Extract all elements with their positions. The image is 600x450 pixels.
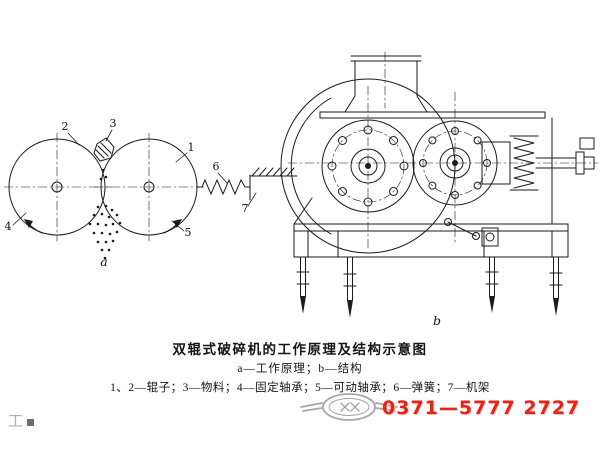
figure-subtitle: a—工作原理；b—结构 <box>237 363 363 375</box>
corner-watermark: 工 <box>8 414 24 430</box>
roller-1-circle <box>8 138 106 236</box>
anchor-legs <box>296 256 563 318</box>
roller-2-hub <box>143 181 155 193</box>
callout-3: 3 <box>105 117 117 142</box>
rotation-arrow-left <box>24 219 43 234</box>
ground-hatch <box>249 167 298 201</box>
svg-text:7: 7 <box>242 202 249 215</box>
svg-text:6: 6 <box>213 160 220 173</box>
rotation-arrow-right <box>163 219 182 234</box>
svg-text:3: 3 <box>110 117 117 130</box>
spring-symbol <box>196 178 251 196</box>
phone-number: 0371—5777 2727 <box>382 397 581 419</box>
falling-particles <box>88 168 122 260</box>
roller-left-face <box>321 119 415 213</box>
figure-legend: 1、2—辊子；3—物料；4—固定轴承；5—可动轴承；6—弹簧；7—机架 <box>110 382 490 394</box>
centerlines-a <box>3 132 205 242</box>
callout-5: 5 <box>171 220 192 239</box>
svg-text:2: 2 <box>62 120 69 133</box>
callout-7: 7 <box>242 192 257 215</box>
top-frame <box>319 111 553 225</box>
svg-text:1: 1 <box>188 141 195 154</box>
spring-assembly <box>509 135 595 191</box>
callout-2: 2 <box>62 120 80 146</box>
roller-right-face <box>412 120 498 206</box>
figure-b-label: b <box>433 313 441 328</box>
adjusting-rod <box>444 218 499 247</box>
housing-inner-arc <box>290 97 332 235</box>
callout-4: 4 <box>5 212 27 233</box>
callout-1: 1 <box>175 141 195 163</box>
roller-1-hub <box>51 181 63 193</box>
brand-logo <box>300 393 398 421</box>
svg-text:5: 5 <box>185 226 192 239</box>
base-frame <box>293 197 569 258</box>
anchor-leg <box>296 256 310 314</box>
material-lump <box>93 137 115 162</box>
corner-watermark-square <box>27 419 34 426</box>
figure-title: 双辊式破碎机的工作原理及结构示意图 <box>172 342 428 357</box>
callout-6: 6 <box>213 160 228 184</box>
figure-a-label: a <box>100 254 107 269</box>
diagram-a: 2 3 1 4 5 <box>3 117 298 269</box>
anchor-leg <box>549 256 563 316</box>
anchor-leg <box>343 256 357 318</box>
svg-text:4: 4 <box>5 220 12 233</box>
movable-bearing-block <box>481 141 511 185</box>
diagram-b: b <box>280 51 599 328</box>
logo-monogram <box>340 402 360 412</box>
feed-hopper <box>344 55 428 113</box>
anchor-leg <box>485 256 499 313</box>
